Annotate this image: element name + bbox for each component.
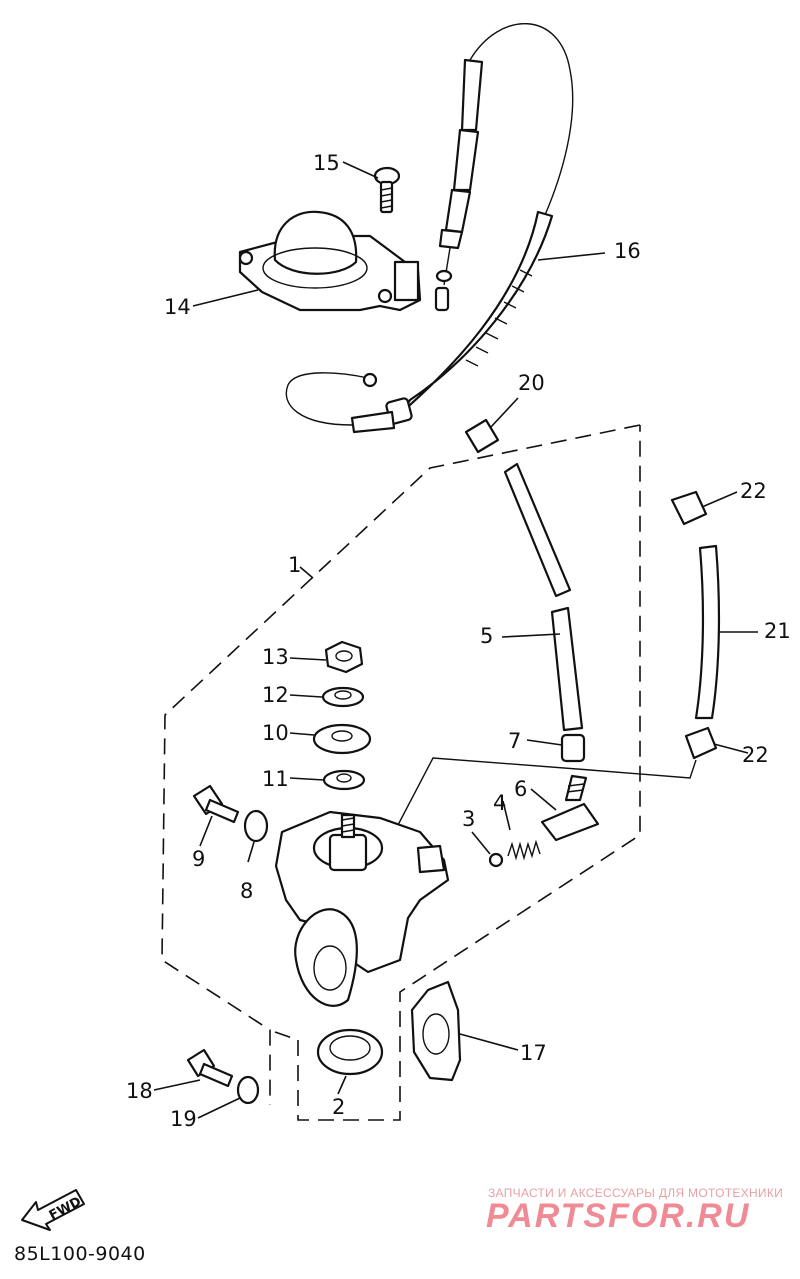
- part-13-nut: [324, 640, 364, 674]
- part-5-hose: [503, 462, 584, 732]
- callout-22-lower: 22: [742, 743, 769, 767]
- callout-2: 2: [332, 1095, 345, 1119]
- part-9-bolt: [192, 784, 240, 824]
- callout-9: 9: [192, 847, 205, 871]
- part-12-lock-washer: [321, 686, 365, 708]
- part-14-cover: [238, 210, 422, 312]
- callout-5: 5: [480, 624, 493, 648]
- assembly-boundary-dashed: [161, 424, 641, 1121]
- part-19-washer: [236, 1075, 260, 1105]
- assembly-boundary-dashed-inner: [274, 1031, 299, 1041]
- pump-body: [274, 810, 450, 1007]
- callout-21: 21: [764, 619, 791, 643]
- part-22-joint-lower: [684, 726, 718, 760]
- callout-4: 4: [493, 791, 506, 815]
- callout-13: 13: [262, 645, 289, 669]
- part-4-spring: [507, 839, 541, 861]
- part-11-washer: [322, 769, 366, 791]
- callout-22-upper: 22: [740, 479, 767, 503]
- callout-8: 8: [240, 879, 253, 903]
- callout-16: 16: [614, 239, 641, 263]
- callout-1: 1: [288, 553, 301, 577]
- callout-17: 17: [520, 1041, 547, 1065]
- part-16-cable: [285, 23, 574, 434]
- drawing-code: 85L100-9040: [14, 1243, 146, 1265]
- callout-3: 3: [462, 807, 475, 831]
- hose-route-line: [397, 757, 697, 826]
- part-10-washer: [312, 723, 372, 755]
- watermark-tagline: ЗАПЧАСТИ И АКСЕССУАРЫ ДЛЯ МОТОТЕХНИКИ: [488, 1186, 784, 1200]
- part-2-seal: [316, 1028, 384, 1076]
- callout-14: 14: [164, 295, 191, 319]
- callout-10: 10: [262, 721, 289, 745]
- callout-6: 6: [514, 777, 527, 801]
- callout-19: 19: [170, 1107, 197, 1131]
- part-22-joint-upper: [670, 490, 708, 526]
- part-15-screw: [373, 166, 401, 214]
- callout-11: 11: [262, 767, 289, 791]
- callout-12: 12: [262, 683, 289, 707]
- callout-20: 20: [518, 371, 545, 395]
- leader-lines: [153, 161, 758, 1119]
- callout-18: 18: [126, 1079, 153, 1103]
- watermark-brand: PARTSFOR.RU: [486, 1197, 751, 1235]
- callout-15: 15: [313, 151, 340, 175]
- fwd-arrow-icon: FWD: [21, 1189, 85, 1231]
- part-18-bolt: [186, 1048, 234, 1088]
- callout-7: 7: [508, 729, 521, 753]
- part-8-washer: [243, 809, 269, 843]
- part-6-elbow: [540, 774, 600, 842]
- part-17-gasket: [410, 980, 462, 1082]
- part-3-ball: [488, 852, 504, 868]
- part-7-joint: [560, 733, 586, 763]
- part-21-hose: [694, 544, 721, 720]
